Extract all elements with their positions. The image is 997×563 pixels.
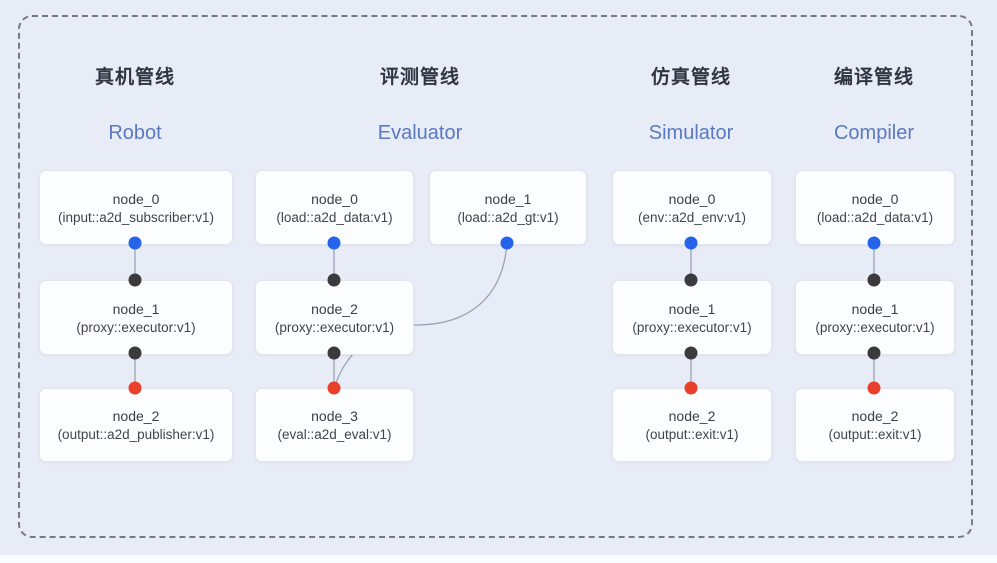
port-dot-dark-robot-1-out	[128, 346, 142, 360]
node-type: (env::a2d_env:v1)	[637, 209, 747, 225]
port-dot-dark-compiler-1-out	[867, 346, 881, 360]
node-type: (proxy::executor:v1)	[632, 319, 752, 335]
node-name: node_2	[851, 408, 899, 424]
node-evaluator-3: node_3 (eval::a2d_eval:v1)	[255, 388, 414, 462]
node-compiler-0: node_0 (load::a2d_data:v1)	[795, 170, 955, 245]
node-type: (eval::a2d_eval:v1)	[277, 427, 392, 442]
node-evaluator-1: node_1 (load::a2d_gt:v1)	[429, 170, 587, 245]
pipeline-title-robot-zh: 真机管线	[94, 67, 175, 88]
node-name: node_1	[484, 190, 532, 207]
node-simulator-0: node_0 (env::a2d_env:v1)	[612, 170, 772, 245]
port-dot-dark-robot-1-in	[128, 273, 142, 287]
node-name: node_1	[112, 300, 160, 317]
port-dot-dark-simulator-1-in	[684, 273, 698, 287]
node-type: (load::a2d_data:v1)	[816, 209, 934, 225]
node-type: (output::exit:v1)	[828, 427, 922, 442]
pipeline-subtitle-compiler-en: Compiler	[833, 122, 915, 144]
node-name: node_2	[112, 408, 160, 424]
node-name: node_2	[311, 300, 358, 317]
node-type: (load::a2d_gt:v1)	[457, 209, 559, 225]
port-dot-blue-compiler-0-out	[867, 236, 881, 250]
port-dot-red-simulator-2-in	[684, 381, 698, 395]
node-robot-2: node_2 (output::a2d_publisher:v1)	[39, 388, 233, 462]
node-name: node_2	[668, 408, 716, 424]
node-evaluator-0: node_0 (load::a2d_data:v1)	[255, 170, 414, 245]
bottom-edge-strip	[0, 555, 997, 563]
node-robot-0: node_0 (input::a2d_subscriber:v1)	[39, 170, 233, 245]
pipeline-title-evaluator-zh: 评测管线	[379, 67, 460, 88]
node-type: (load::a2d_data:v1)	[276, 209, 393, 225]
port-dot-blue-robot-0-out	[128, 236, 142, 250]
pipeline-title-simulator-zh: 仿真管线	[650, 67, 731, 88]
node-name: node_1	[668, 300, 716, 317]
node-name: node_0	[112, 190, 160, 207]
node-robot-1: node_1 (proxy::executor:v1)	[39, 280, 233, 355]
pipeline-subtitle-evaluator-en: Evaluator	[377, 122, 463, 144]
node-type: (input::a2d_subscriber:v1)	[57, 209, 215, 225]
node-compiler-1: node_1 (proxy::executor:v1)	[795, 280, 955, 355]
pipeline-title-compiler-zh: 编译管线	[833, 67, 914, 88]
port-dot-red-evaluator-3-in	[327, 381, 341, 395]
port-dot-dark-evaluator-2-in	[327, 273, 341, 287]
node-simulator-2: node_2 (output::exit:v1)	[612, 388, 772, 462]
port-dot-dark-compiler-1-in	[867, 273, 881, 287]
port-dot-blue-evaluator-1-out	[500, 236, 514, 250]
pipeline-subtitle-simulator-en: Simulator	[648, 122, 734, 144]
node-type: (proxy::executor:v1)	[76, 319, 196, 335]
node-type: (output::a2d_publisher:v1)	[57, 427, 215, 442]
node-evaluator-2: node_2 (proxy::executor:v1)	[255, 280, 414, 355]
port-dot-blue-simulator-0-out	[684, 236, 698, 250]
port-dot-red-robot-2-in	[128, 381, 142, 395]
node-type: (proxy::executor:v1)	[815, 319, 935, 335]
node-type: (output::exit:v1)	[645, 427, 739, 442]
node-name: node_1	[851, 300, 899, 317]
node-compiler-2: node_2 (output::exit:v1)	[795, 388, 955, 462]
node-type: (proxy::executor:v1)	[274, 319, 395, 335]
port-dot-dark-evaluator-2-out	[327, 346, 341, 360]
port-dot-dark-simulator-1-out	[684, 346, 698, 360]
node-name: node_0	[668, 190, 716, 207]
port-dot-blue-evaluator-0-out	[327, 236, 341, 250]
node-name: node_0	[311, 190, 358, 207]
port-dot-red-compiler-2-in	[867, 381, 881, 395]
node-name: node_3	[311, 408, 358, 424]
node-name: node_0	[851, 190, 899, 207]
pipeline-subtitle-robot-en: Robot	[108, 122, 162, 144]
node-simulator-1: node_1 (proxy::executor:v1)	[612, 280, 772, 355]
